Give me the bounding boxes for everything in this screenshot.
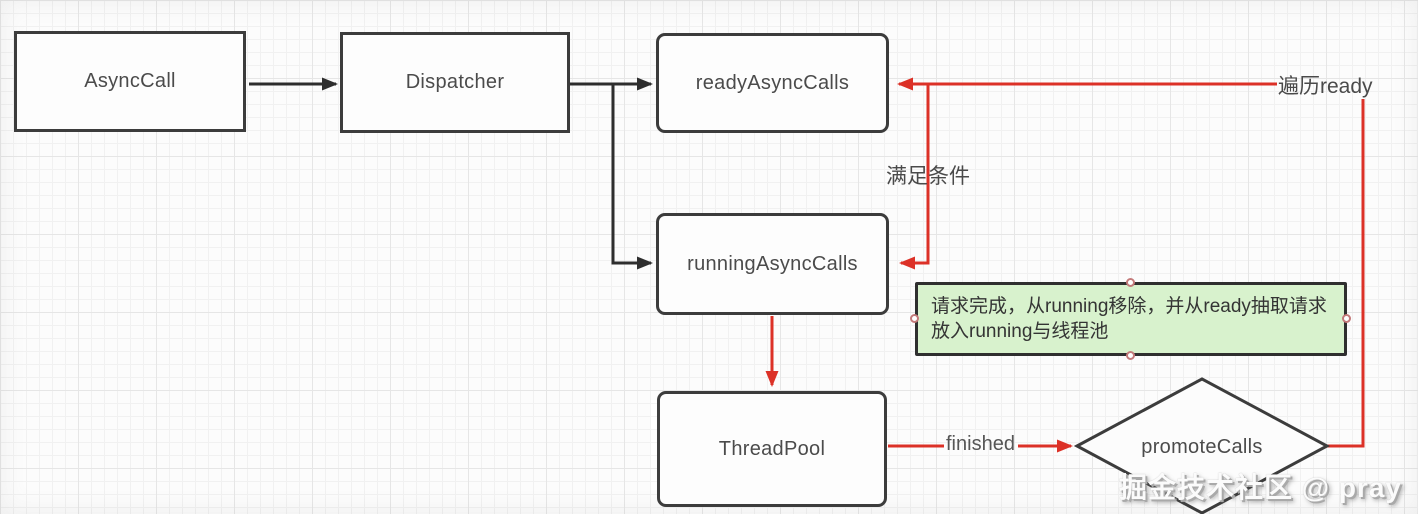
note-handle-left[interactable] bbox=[910, 314, 919, 323]
note-handle-top[interactable] bbox=[1126, 278, 1135, 287]
edge-label-finished: finished bbox=[946, 433, 1015, 455]
juejin-watermark: 掘金技术社区 @ pray bbox=[1118, 472, 1402, 503]
node-dispatcher[interactable]: Dispatcher bbox=[340, 32, 570, 133]
edge-condition-to-running bbox=[899, 85, 930, 270]
node-thread-pool[interactable]: ThreadPool bbox=[657, 391, 887, 507]
edge-dispatcher-to-running bbox=[611, 84, 653, 270]
node-thread-pool-label: ThreadPool bbox=[718, 437, 826, 460]
node-ready-async-calls-label: readyAsyncCalls bbox=[695, 71, 850, 94]
edge-label-traverse-ready: 遍历ready bbox=[1278, 75, 1373, 98]
note-handle-right[interactable] bbox=[1342, 314, 1351, 323]
node-dispatcher-label: Dispatcher bbox=[405, 71, 505, 93]
node-promote-calls-label: promoteCalls bbox=[1141, 436, 1263, 458]
node-running-async-calls-label: runningAsyncCalls bbox=[687, 252, 858, 275]
note-promote-explanation-text: 请求完成，从running移除，并从ready抽取请求放入running与线程池 bbox=[931, 296, 1327, 342]
node-running-async-calls[interactable]: runningAsyncCalls bbox=[656, 213, 889, 315]
edge-label-condition-met: 满足条件 bbox=[886, 165, 970, 188]
node-ready-async-calls[interactable]: readyAsyncCalls bbox=[656, 33, 889, 133]
diamond-promote-calls[interactable] bbox=[1073, 377, 1331, 514]
note-promote-explanation[interactable]: 请求完成，从running移除，并从ready抽取请求放入running与线程池 bbox=[915, 282, 1347, 356]
node-async-call-label: AsyncCall bbox=[84, 70, 176, 92]
note-handle-bottom[interactable] bbox=[1126, 351, 1135, 360]
node-async-call[interactable]: AsyncCall bbox=[14, 31, 246, 132]
edge-promotecalls-loop-up bbox=[1327, 99, 1365, 448]
